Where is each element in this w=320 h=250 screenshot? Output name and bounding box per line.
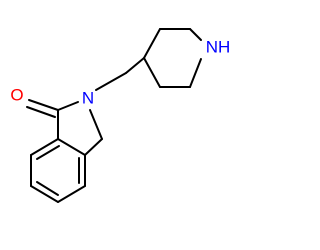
lactam-nitrogen-atom-label: N [82, 88, 94, 107]
bond-carbonyl-double-2 [26, 106, 56, 118]
bond-carbonyl-carbon-to-n [57, 101, 79, 111]
bond-carbonyl-double-1 [28, 99, 59, 111]
bond-benzene-double-2 [36, 181, 59, 196]
oxygen-atom-label: O [10, 85, 23, 104]
bond-benzene-double-1 [36, 145, 60, 160]
bond-benzene-4 [57, 185, 86, 203]
bond-piperidine-1 [143, 28, 161, 59]
bond-linker-to-piperidine [125, 57, 145, 74]
bond-benzene-1 [30, 138, 59, 156]
bond-benzene-3 [30, 185, 59, 203]
bond-piperidine-4 [189, 58, 202, 88]
bond-piperidine-3 [189, 28, 202, 41]
bond-benzene-6 [57, 138, 86, 156]
piperidine-nitrogen-atom-label: NH [206, 37, 231, 56]
bond-piperidine-6 [143, 57, 161, 88]
molecule-drawing: O N NH [10, 28, 231, 203]
structure-canvas: O N NH [10, 28, 231, 203]
bond-n-to-linker [95, 72, 127, 91]
bond-ch2-to-ring [84, 138, 103, 156]
bond-n-to-ch2 [89, 109, 103, 140]
